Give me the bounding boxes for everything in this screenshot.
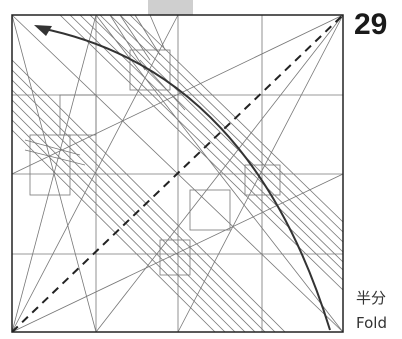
step-number: 29 [354, 8, 387, 42]
caption-english: Fold [356, 314, 387, 332]
top-shade [148, 0, 193, 15]
caption-chinese: 半分 [356, 287, 386, 308]
fold-arrowhead [34, 25, 52, 36]
